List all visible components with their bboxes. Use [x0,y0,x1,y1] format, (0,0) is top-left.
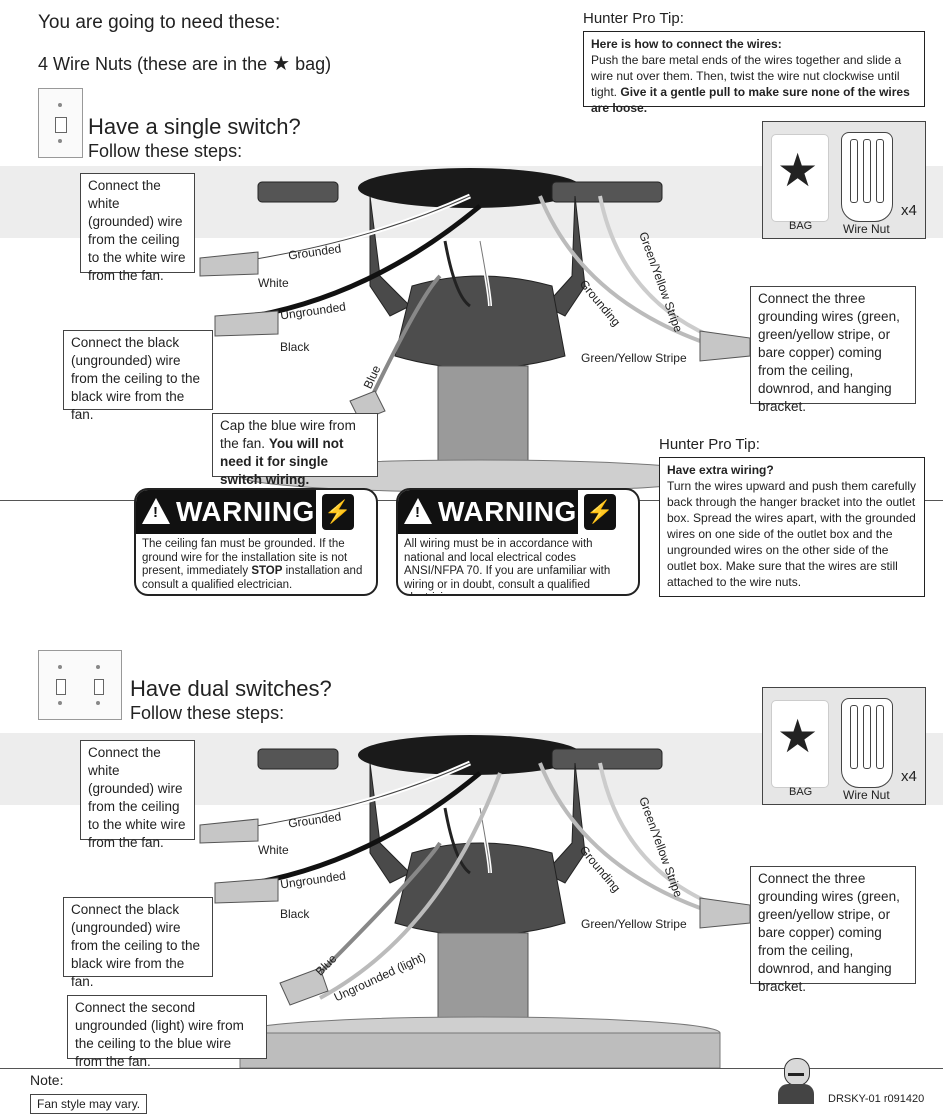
mascot-portrait-icon [778,1058,814,1104]
dual-kit-count: x4 [901,768,917,785]
note-text: Fan style may vary. [30,1094,148,1114]
pro-tip-1-emphasis: Give it a gentle pull to make sure none … [591,85,910,115]
dual-label-green-yellow-stripe: Green/Yellow Stripe [581,917,687,931]
warning-1-text-after: installation and consult a qualified ele… [142,565,363,591]
doc-code: DRSKY-01 r091420 [828,1093,925,1105]
warning-1-shock-icon: ⚡ [322,494,354,530]
dual-subtitle: Follow these steps: [130,703,285,723]
single-wire-nut-label: Wire Nut [843,222,890,236]
dual-label-black: Black [280,907,310,921]
single-label-green-yellow-stripe: Green/Yellow Stripe [581,351,687,365]
warning-1: WARNING ! ⚡ The ceiling fan must be grou… [134,488,378,596]
single-label-white: White [258,276,289,290]
single-label-black: Black [280,340,310,354]
warning-2-text-before: All wiring must be in accordance with na… [404,538,611,594]
single-bag-star-icon: ★ [777,144,819,196]
single-callout-blue-bold: You will not need it for single switch w… [220,436,344,487]
star-icon: ★ [272,53,291,75]
warning-2-header: WARNING [398,490,578,534]
warning-2-text: All wiring must be in accordance with na… [404,538,632,594]
single-callout-black: Connect the black (ungrounded) wire from… [63,330,213,422]
dual-callout-ground: Connect the three grounding wires (green… [750,866,916,994]
single-wire-nut-icon [841,132,893,222]
warning-2-label: WARNING [438,496,577,527]
single-title: Have a single switch? [88,114,301,139]
dual-switch-plate-icon [38,650,122,720]
dual-bag-label: BAG [789,786,813,798]
pro-tip-1-title: Hunter Pro Tip: [583,10,684,27]
need-item-suffix: bag) [295,54,332,74]
single-subtitle: Follow these steps: [88,141,243,161]
single-callout-ground: Connect the three grounding wires (green… [750,286,916,414]
single-kit-box: ★ BAG Wire Nut x4 [762,121,926,239]
pro-tip-2-title: Hunter Pro Tip: [659,436,760,453]
dual-bag-star-icon: ★ [777,710,819,762]
footer-divider [0,1068,943,1069]
warning-2-shock-icon: ⚡ [584,494,616,530]
single-bag-label: BAG [789,220,813,232]
single-callout-blue-plain: Cap the blue wire from the fan. [220,418,356,451]
single-bag [771,134,829,222]
single-kit-count: x4 [901,202,917,219]
warning-1-text-bold: STOP [251,565,283,577]
single-callout-white: Connect the white (grounded) wire from t… [80,173,195,283]
pro-tip-1-heading: Here is how to connect the wires: [591,37,782,51]
need-item: 4 Wire Nuts (these are in the ★ bag) [38,51,331,76]
warning-1-text-before: The ceiling fan must be grounded. If the… [142,538,348,577]
dual-callout-black: Connect the black (ungrounded) wire from… [63,897,213,989]
pro-tip-2-body: Turn the wires upward and push them care… [667,479,917,589]
warning-1-label: WARNING [176,496,315,527]
dual-title: Have dual switches? [130,676,332,701]
dual-wiring-diagram [199,735,751,1068]
dual-label-white: White [258,843,289,857]
pro-tip-2-heading: Have extra wiring? [667,463,774,477]
warning-1-header: WARNING [136,490,316,534]
warning-2-triangle-icon [404,498,432,524]
pro-tip-1-box: Here is how to connect the wires: Push t… [583,31,925,115]
warning-1-text: The ceiling fan must be grounded. If the… [142,538,370,592]
pro-tip-1-body: Push the bare metal ends of the wires to… [591,53,902,99]
dual-kit-box: ★ BAG Wire Nut x4 [762,687,926,805]
need-title: You are going to need these: [38,12,281,33]
warning-2-exclamation: ! [415,504,420,521]
need-item-prefix: 4 Wire Nuts (these are in the [38,54,268,74]
dual-callout-blue: Connect the second ungrounded (light) wi… [67,995,267,1069]
single-callout-blue: Cap the blue wire from the fan. You will… [212,413,378,487]
note-label: Note: [30,1072,64,1088]
pro-tip-2-box: Have extra wiring? Turn the wires upward… [659,457,925,597]
warning-2: WARNING ! ⚡ All wiring must be in accord… [396,488,640,596]
single-wiring-diagram [199,168,751,496]
dual-wire-nut-label: Wire Nut [843,788,890,802]
dual-bag [771,700,829,788]
warning-1-exclamation: ! [153,504,158,521]
warning-1-triangle-icon [142,498,170,524]
single-switch-plate-icon [38,88,83,158]
dual-callout-white: Connect the white (grounded) wire from t… [80,740,195,850]
dual-wire-nut-icon [841,698,893,788]
